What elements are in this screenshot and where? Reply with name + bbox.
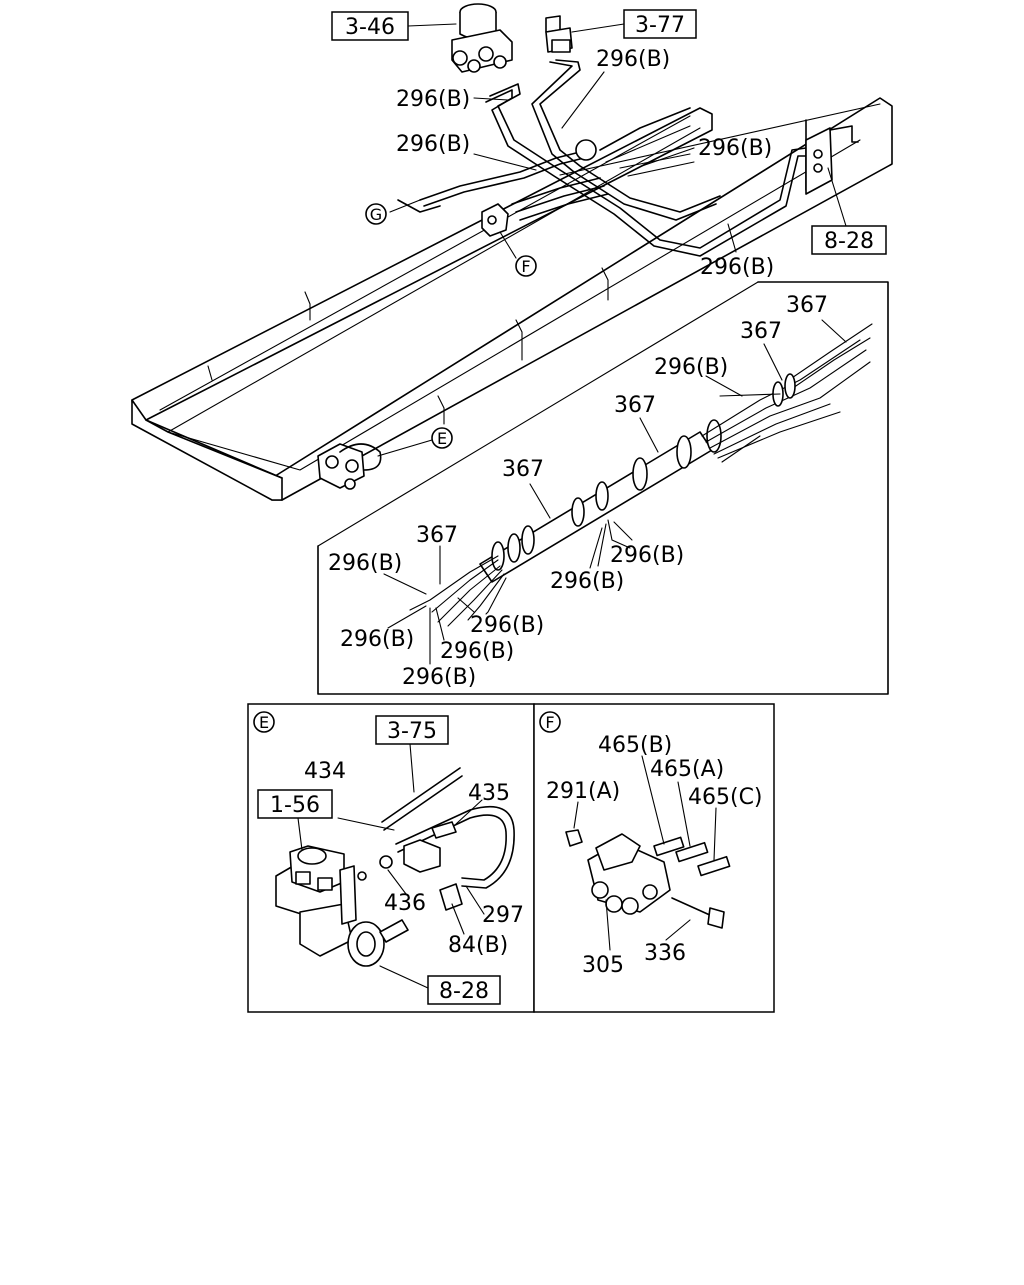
part-label-296b: 296(B)	[698, 136, 772, 161]
part-label-436: 436	[384, 891, 426, 916]
leader-lines	[377, 23, 847, 665]
part-label-296b: 296(B)	[440, 639, 514, 664]
ref-box-3-77-label: 3-77	[635, 13, 685, 38]
ref-box-8-28-top[interactable]: 8-28	[811, 225, 887, 255]
callout-e[interactable]: E	[431, 427, 453, 449]
part-label-465b: 465(B)	[598, 733, 672, 758]
ref-box-3-46-label: 3-46	[345, 15, 395, 40]
valve-f-component	[481, 203, 509, 237]
callout-f[interactable]: F	[515, 255, 537, 277]
ref-box-8-28-top-label: 8-28	[824, 229, 874, 254]
panel-f-marker-label: F	[545, 713, 554, 732]
ref-box-3-77[interactable]: 3-77	[623, 9, 697, 39]
panel-e-marker-label: E	[259, 713, 269, 732]
panel-e-marker: E	[253, 711, 275, 733]
part-label-297: 297	[482, 903, 524, 928]
brake-pipe-routing	[397, 59, 807, 257]
detail-f-panel	[533, 703, 775, 1013]
ref-box-8-28-bottom[interactable]: 8-28	[427, 975, 501, 1005]
part-label-434: 434	[304, 759, 346, 784]
part-label-296b: 296(B)	[700, 255, 774, 280]
callout-e-label: E	[437, 429, 447, 448]
valve-e-component	[317, 443, 382, 490]
part-label-291a: 291(A)	[546, 779, 620, 804]
part-label-296b: 296(B)	[550, 569, 624, 594]
part-label-296b: 296(B)	[328, 551, 402, 576]
part-label-367: 367	[786, 293, 828, 318]
ref-box-1-56-label: 1-56	[270, 793, 320, 818]
part-label-435: 435	[468, 781, 510, 806]
part-label-296b: 296(B)	[596, 47, 670, 72]
part-label-367: 367	[740, 319, 782, 344]
part-label-465c: 465(C)	[688, 785, 763, 810]
ref-box-3-75[interactable]: 3-75	[375, 715, 449, 745]
part-label-305: 305	[582, 953, 624, 978]
part-label-296b: 296(B)	[470, 613, 544, 638]
callout-f-label: F	[521, 257, 530, 276]
part-label-336: 336	[644, 941, 686, 966]
part-label-465a: 465(A)	[650, 757, 724, 782]
part-label-367: 367	[416, 523, 458, 548]
part-label-296b: 296(B)	[340, 627, 414, 652]
callout-g-label: G	[370, 205, 382, 224]
part-label-84b: 84(B)	[448, 933, 508, 958]
frame-bracket-component	[805, 125, 859, 195]
harness-detail-inset	[317, 281, 889, 695]
ref-box-1-56[interactable]: 1-56	[257, 789, 333, 819]
part-label-367: 367	[614, 393, 656, 418]
part-label-296b: 296(B)	[396, 87, 470, 112]
panel-f-marker: F	[539, 711, 561, 733]
detail-e-panel	[247, 703, 535, 1013]
part-label-296b: 296(B)	[654, 355, 728, 380]
ref-box-3-75-label: 3-75	[387, 719, 437, 744]
valve-component	[545, 15, 573, 53]
ref-box-8-28-bottom-label: 8-28	[439, 979, 489, 1004]
part-labels: 296(B) 296(B) 296(B) 296(B) 296(B) 367 3…	[304, 47, 828, 978]
part-label-296b: 296(B)	[396, 132, 470, 157]
part-label-296b: 296(B)	[610, 543, 684, 568]
part-label-296b: 296(B)	[402, 665, 476, 690]
part-label-367: 367	[502, 457, 544, 482]
chassis-frame	[131, 97, 893, 501]
ref-box-3-46[interactable]: 3-46	[331, 11, 409, 41]
callout-g[interactable]: G	[365, 203, 387, 225]
air-dryer-component	[451, 3, 513, 73]
